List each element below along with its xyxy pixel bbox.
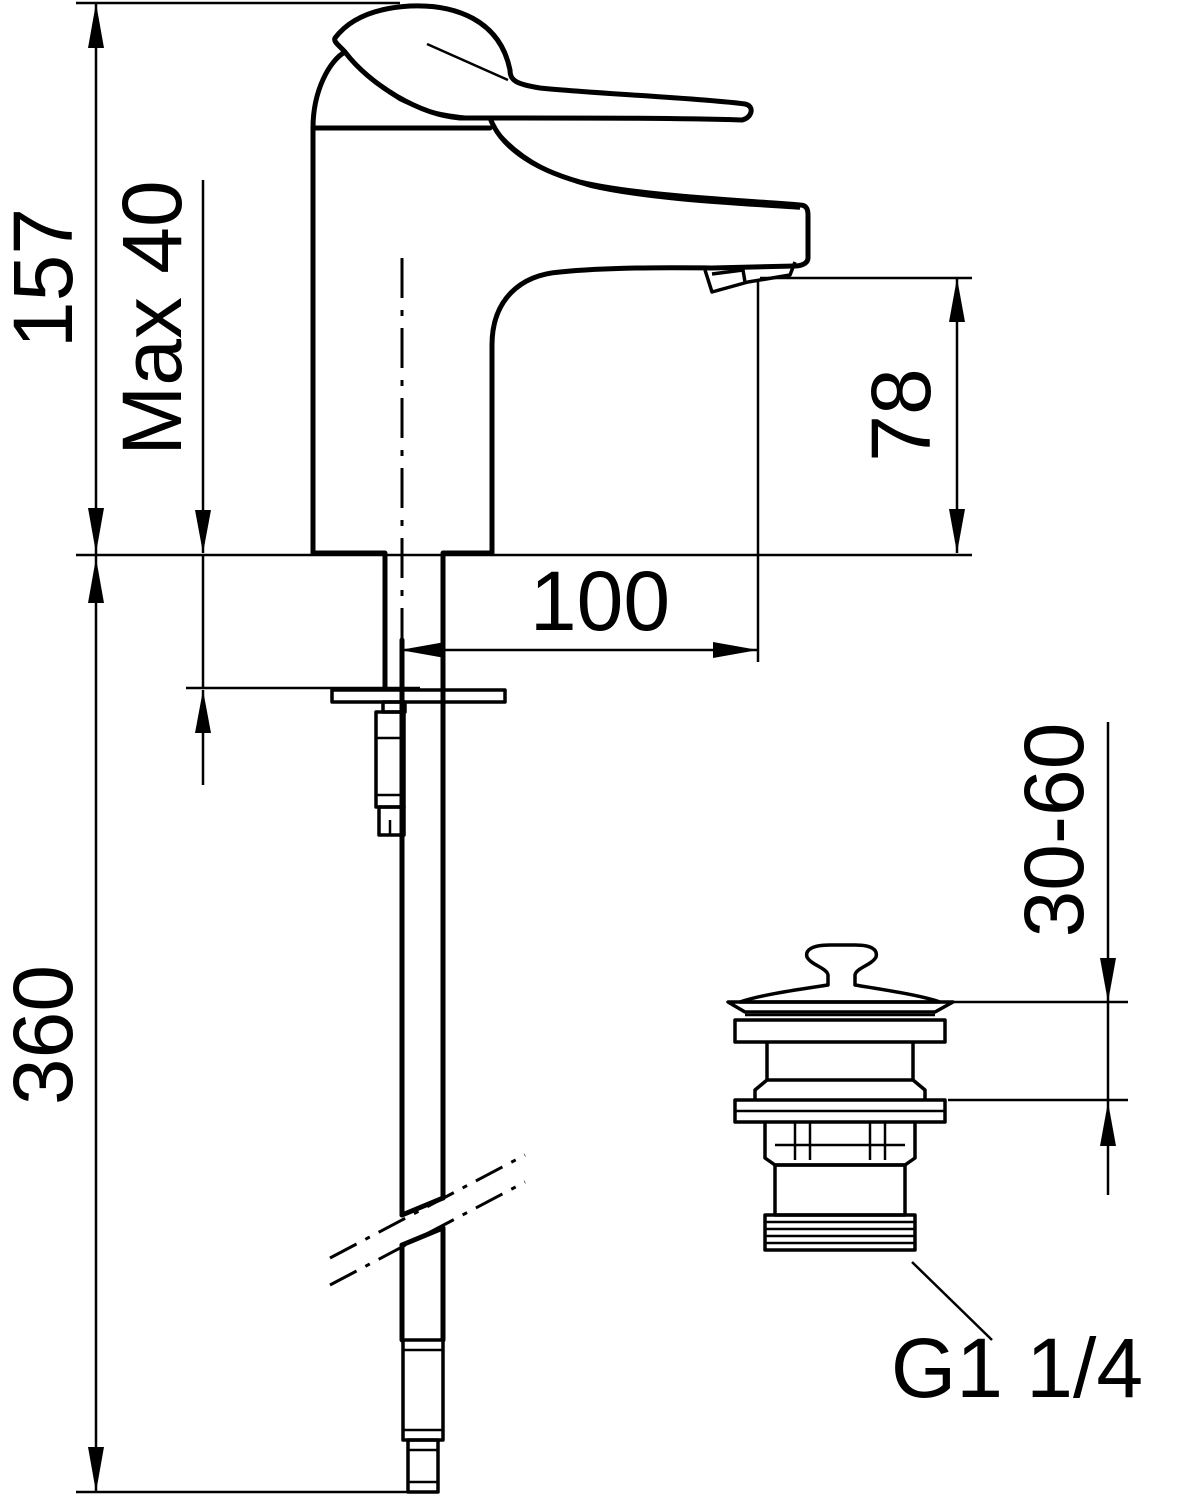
faucet-body bbox=[310, 3, 811, 556]
thread-leader-line bbox=[911, 1261, 993, 1341]
label-max-40: Max 40 bbox=[105, 180, 199, 455]
label-157: 157 bbox=[0, 208, 90, 348]
dimension-157 bbox=[76, 1, 400, 553]
dimension-100 bbox=[400, 282, 760, 662]
dimension-max-40 bbox=[186, 180, 420, 785]
dimension-78 bbox=[760, 276, 972, 553]
label-100: 100 bbox=[530, 554, 670, 648]
dimension-360 bbox=[76, 553, 410, 1494]
dimension-30-60 bbox=[948, 722, 1128, 1195]
label-30-60: 30-60 bbox=[1007, 723, 1101, 938]
label-78: 78 bbox=[854, 368, 948, 461]
waste-fitting bbox=[726, 943, 955, 1252]
mounting-plate bbox=[330, 685, 507, 837]
label-360: 360 bbox=[0, 965, 90, 1105]
label-thread-g1-1-4: G1 1/4 bbox=[891, 1321, 1143, 1415]
supply-pipe bbox=[329, 552, 526, 1494]
